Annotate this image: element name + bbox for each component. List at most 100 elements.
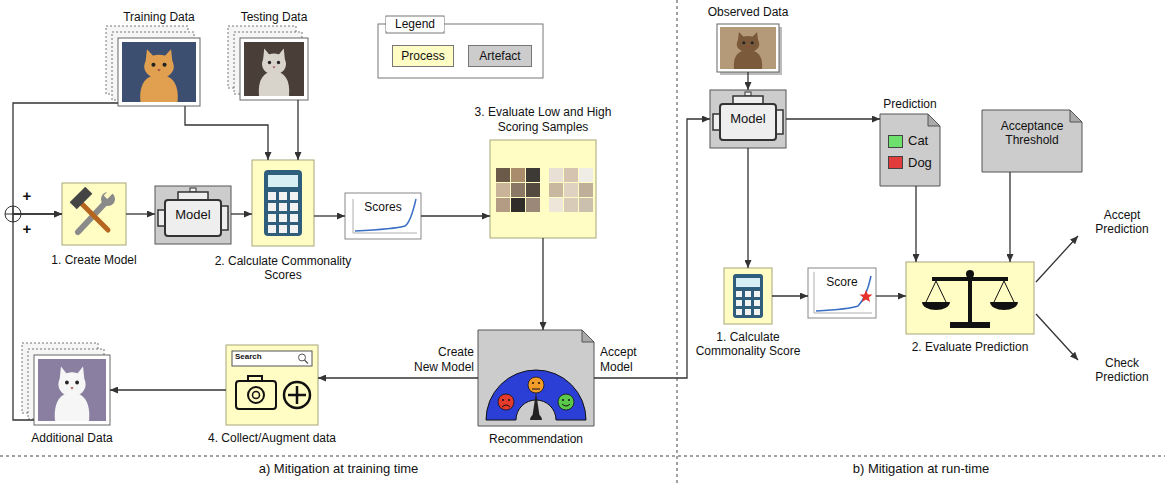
sample-grid-icon: [526, 168, 540, 182]
balance-icon: [1004, 281, 1014, 302]
calculator-icon: [745, 300, 751, 306]
calculator-icon: [279, 192, 287, 200]
sample-grid-icon: [549, 168, 563, 182]
sample-grid-icon: [511, 198, 525, 212]
calculator-icon: [754, 309, 760, 315]
search-field-text: Search: [235, 353, 275, 362]
node-text: Cat: [888, 133, 928, 149]
node-label: Testing Data: [219, 10, 329, 24]
outcome-label: Check Prediction: [1084, 356, 1160, 385]
sample-grid-icon: [526, 183, 540, 197]
sample-grid-icon: [549, 198, 563, 212]
process-box: 2. Evaluate Prediction: [906, 262, 1034, 334]
node-text: Score: [824, 275, 859, 289]
score-chart: Score: [808, 268, 876, 318]
collect-icon: [253, 392, 260, 399]
legend-swatch: Artefact: [468, 45, 532, 67]
output-arrow: [1036, 236, 1078, 360]
flow-arrow: [876, 295, 906, 296]
balance-icon: [966, 270, 974, 278]
balance-icon: [950, 322, 990, 328]
legend-text: Process: [401, 49, 444, 63]
calculator-icon: [736, 278, 760, 287]
node-text: Dog: [888, 155, 932, 171]
sample-grid-icon: [490, 140, 596, 238]
balance-icon: [926, 281, 936, 302]
process-box: 3. Evaluate Low and High Scoring Samples: [490, 140, 596, 238]
image-stack: [22, 343, 110, 425]
observed-image: [720, 27, 782, 75]
gauge-icon: [532, 382, 534, 384]
create-model-icon: [62, 183, 126, 245]
create-model-icon: [104, 190, 113, 199]
calculator-icon: [268, 225, 276, 233]
observed-image: [734, 32, 762, 69]
collect-icon: [299, 354, 306, 361]
image-stack: [118, 38, 200, 106]
sample-grid-icon: [564, 198, 578, 212]
collect-icon: [305, 360, 309, 364]
divider-line: [677, 0, 678, 485]
calculator-icon: [736, 309, 742, 315]
recommendation-gauge: Recommendation: [478, 330, 594, 426]
calculator-icon: [733, 274, 763, 318]
flow-arrow: [421, 215, 490, 216]
flow-arrow: [318, 377, 478, 378]
flow-arrow: [126, 213, 155, 214]
flow-arrow: [542, 238, 543, 330]
divider-line: [0, 456, 1165, 457]
observed-image: Observed Data: [717, 24, 779, 72]
sample-grid-icon: [496, 183, 510, 197]
score-chart-icon: [355, 199, 416, 231]
engine-icon: [776, 110, 783, 134]
document-shape: [880, 110, 1082, 186]
calculator-icon: [268, 192, 276, 200]
calculator-icon: [745, 309, 751, 315]
flow-arrow: [772, 295, 808, 296]
flow-arrow: [747, 148, 748, 268]
score-chart-icon: [814, 272, 872, 313]
engine-icon: [733, 96, 763, 104]
balance-icon: [906, 262, 1034, 334]
gauge-icon: [486, 370, 586, 420]
image-stack: [259, 49, 289, 96]
flow-arrow: [1009, 172, 1010, 262]
node-label: 4. Collect/Augment data: [192, 431, 352, 445]
engine-icon: [710, 90, 786, 148]
process-box: 2. Calculate Commonality Scores: [252, 160, 314, 246]
gauge-icon: [478, 330, 594, 426]
calculator-icon: [279, 214, 287, 222]
image-stack: Testing Data: [240, 38, 308, 100]
flow-arrow: [13, 214, 62, 420]
sample-grid-icon: [490, 140, 596, 238]
flow-arrow: [13, 103, 118, 214]
create-model-icon: [62, 183, 126, 245]
image-stack: [244, 42, 304, 96]
engine-icon: [710, 90, 786, 148]
image-stack: Additional Data: [34, 355, 110, 425]
calculator-icon: [736, 300, 742, 306]
sample-grid-icon: [511, 183, 525, 197]
image-stack: [55, 367, 90, 421]
node-label: Observed Data: [688, 5, 808, 19]
color-square: [888, 156, 903, 169]
prediction-document: PredictionCatDog: [880, 114, 940, 186]
threshold-document: Acceptance Threshold: [982, 110, 1082, 172]
node-label: 3. Evaluate Low and High Scoring Samples: [468, 105, 618, 134]
edge-label: Accept Model: [600, 345, 662, 374]
document-shape: [1070, 110, 1082, 122]
sample-grid-icon: [579, 183, 593, 197]
flow-arrow: [314, 215, 345, 216]
flow-arrow: [297, 100, 298, 160]
gauge-icon: [562, 404, 570, 406]
score-chart: Scores: [345, 193, 421, 239]
flow-arrow: [747, 72, 748, 90]
calculator-icon: [252, 160, 314, 246]
node-label: Prediction: [860, 97, 960, 111]
output-arrow: [1036, 314, 1078, 360]
sum-sign: +: [20, 187, 34, 205]
observed-image: [720, 27, 776, 69]
collect-icon: [232, 351, 312, 366]
